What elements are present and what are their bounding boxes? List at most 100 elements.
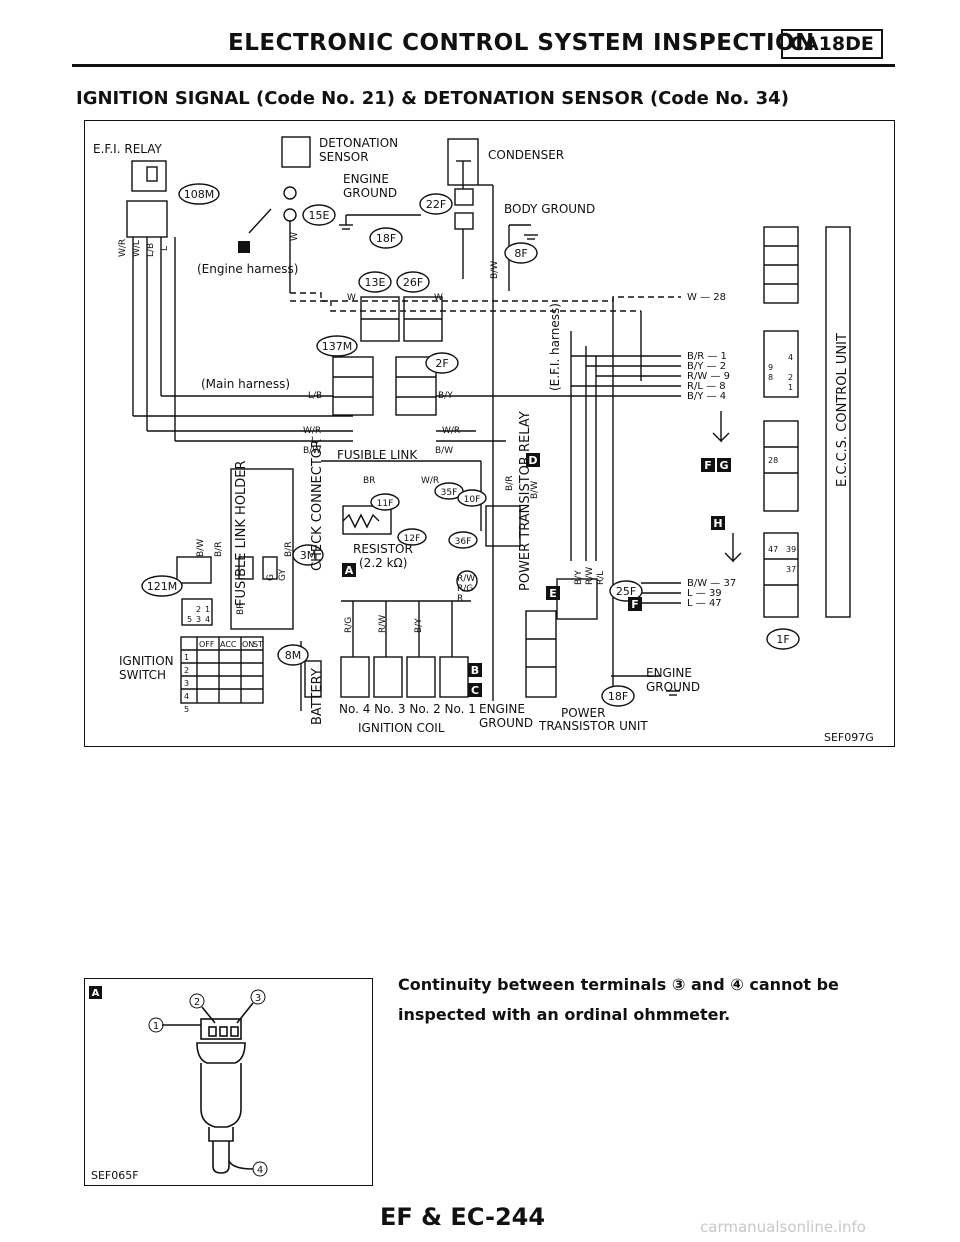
label-detonation-sensor-1: DETONATION (319, 136, 398, 150)
wire-b-y-coil: B/Y (414, 618, 424, 633)
conn-10f: 10F (464, 495, 481, 505)
label-power-transistor-unit-2: TRANSISTOR UNIT (538, 719, 648, 733)
wire-r-l-unit: R/L (596, 571, 606, 585)
inspection-note: Continuity between terminals ③ and ④ can… (398, 975, 839, 1024)
page-title: ELECTRONIC CONTROL SYSTEM INSPECTION (228, 30, 815, 56)
wire-b-r-relay: B/R (505, 476, 515, 491)
ign-col-off: OFF (199, 640, 215, 649)
terminal-list: W — 28 B/R — 1 B/Y — 2 R/W — 9 R/L — 8 B… (687, 292, 736, 609)
label-engine-ground-bottom-2: GROUND (479, 716, 533, 730)
callout-f2-letter: F (704, 459, 712, 472)
fus-pin-1: 1 (205, 605, 210, 614)
callout-c (468, 683, 482, 697)
callout-g-letter: G (719, 459, 728, 472)
ignition-coil-3 (373, 656, 403, 698)
callout-black-square (238, 241, 250, 253)
conn-12f: 12F (404, 534, 421, 544)
callout-b-letter: B (471, 664, 479, 677)
ecu-pin-4: 4 (788, 353, 793, 362)
inset-figure-frame: A 2 3 1 4 SEF065F (84, 978, 373, 1186)
terminal-l-39: L — 39 (687, 588, 722, 599)
page-number: EF & EC-244 (380, 1203, 546, 1231)
ign-col-acc: ACC (220, 640, 237, 649)
sensor-plug-top (200, 1018, 242, 1040)
wire-b-w-relay: B/W (530, 481, 540, 499)
callout-d-letter: D (528, 454, 537, 467)
engine-code-badge: CA18DE (781, 29, 883, 59)
ign-row-2: 2 (184, 666, 189, 675)
wiring-diagram-frame: E.F.I. RELAY DETONATION SENSOR ENGINE GR… (84, 120, 895, 747)
inset-figure-code: SEF065F (91, 1169, 139, 1182)
wire-l-main: L (311, 436, 316, 446)
callout-e (546, 586, 560, 600)
inset-pin-1: 1 (153, 1021, 159, 1032)
terminal-l-47: L — 47 (687, 598, 722, 609)
ecu-connector-3 (763, 420, 799, 512)
ecu-pin-9: 9 (768, 363, 773, 372)
wire-l-b: L/B (146, 243, 156, 257)
label-engine-ground-1: ENGINE (343, 172, 389, 186)
ign-row-5: 5 (184, 705, 189, 714)
label-ignition-switch-2: SWITCH (119, 668, 166, 682)
terminal-rl-8: R/L — 8 (687, 381, 726, 392)
terminal-by-4: B/Y — 4 (687, 391, 726, 402)
efi-relay-box (131, 160, 167, 192)
label-detonation-sensor-2: SENSOR (319, 150, 369, 164)
conn-1f: 1F (776, 633, 789, 646)
label-resistor-2: (2.2 kΩ) (359, 556, 407, 570)
fus-pin-3: 3 (196, 615, 201, 624)
label-resistor-1: RESISTOR (353, 542, 413, 556)
wire-w-r-main: W/R (303, 426, 321, 436)
conn-108m: 108M (184, 188, 215, 201)
wire-b-r-check: B/R (284, 542, 294, 557)
callout-b (468, 663, 482, 677)
power-transistor-unit (525, 610, 557, 698)
ecu-pin-39: 39 (786, 545, 796, 554)
label-engine-harness: (Engine harness) (197, 262, 298, 276)
inset-pin-4: 4 (257, 1165, 263, 1176)
callout-h (711, 516, 725, 530)
conn-36f: 36F (455, 537, 472, 547)
label-engine-ground-right-2: GROUND (646, 680, 700, 694)
wire-b-y-main: B/Y (438, 391, 453, 401)
conn-25f: 25F (616, 585, 636, 598)
wire-b-w-121m: B/W (196, 539, 206, 557)
connector-137m-block (332, 356, 374, 416)
callout-e-letter: E (549, 587, 557, 600)
wire-w-r-right: W/R (442, 426, 460, 436)
wire-br-holder: BR (236, 603, 246, 615)
ign-row-3: 3 (184, 679, 189, 688)
ecu-pin-37: 37 (786, 565, 796, 574)
detonation-sensor-box (281, 136, 311, 168)
conn-11f: 11F (377, 499, 394, 509)
wire-w-r-link: W/R (421, 476, 439, 486)
ignition-switch-table (180, 636, 264, 704)
wire-gy: GY (278, 568, 288, 581)
callout-g (717, 458, 731, 472)
label-engine-ground-right-1: ENGINE (646, 666, 692, 680)
fus-pin-5: 5 (187, 615, 192, 624)
sensor-tip (212, 1141, 230, 1174)
conn-26f: 26F (403, 276, 423, 289)
conn-121m: 121M (147, 580, 178, 593)
label-engine-ground-2: GROUND (343, 186, 397, 200)
callout-c-letter: C (471, 684, 479, 697)
wire-r-g-relay: R/G (457, 584, 473, 594)
label-power-transistor-unit-1: POWER (561, 706, 605, 720)
callout-f (628, 597, 642, 611)
terminal-bw-37: B/W — 37 (687, 578, 736, 589)
ignition-coil-1 (439, 656, 469, 698)
label-efi-relay: E.F.I. RELAY (93, 142, 163, 156)
wire-b-y-unit: B/Y (574, 570, 584, 585)
inset-pin-2: 2 (194, 997, 200, 1008)
conn-18f: 18F (376, 232, 396, 245)
wire-r-w-relay: R/W (457, 574, 475, 584)
ecu-pin-28: 28 (768, 456, 778, 465)
ecu-pin-8: 8 (768, 373, 773, 382)
conn-8f: 8F (514, 247, 527, 260)
terminal-rw-9: R/W — 9 (687, 371, 730, 382)
ignition-coil-4 (340, 656, 370, 698)
wire-r-w-unit: R/W (585, 567, 595, 585)
wire-w-l: W/L (132, 240, 142, 257)
fus-pin-4: 4 (205, 615, 210, 624)
